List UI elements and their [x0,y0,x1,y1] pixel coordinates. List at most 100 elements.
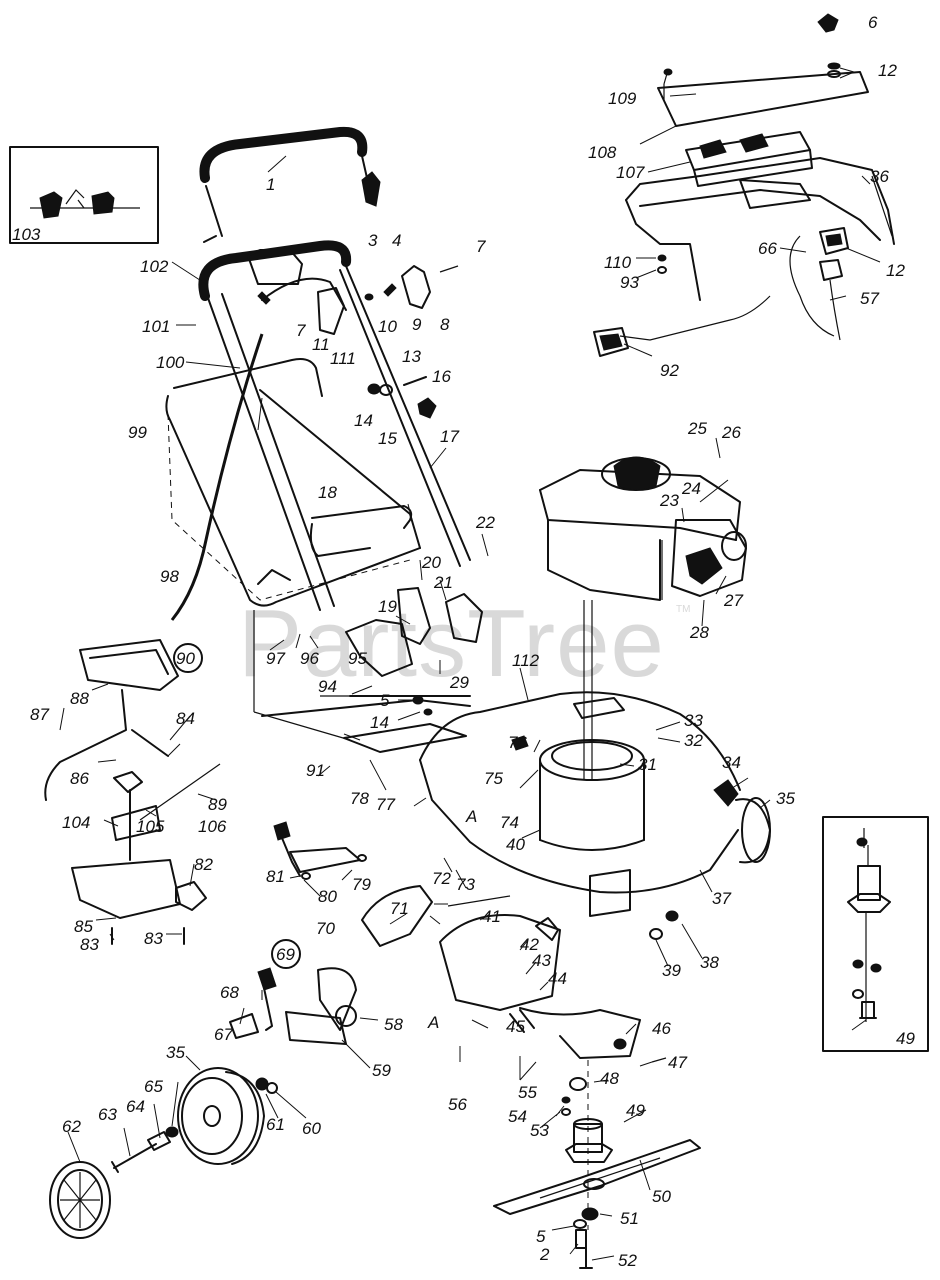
blade-adapter-49 [561,1060,613,1230]
part-label-89: 89 [208,795,227,814]
part-label-2: 2 [539,1245,550,1264]
rear-wheel-35 [177,1067,278,1165]
watermark-text: PartsTree [238,590,665,697]
part-label-13: 13 [402,347,421,366]
part-label-86: 86 [70,769,89,788]
part-label-102: 102 [140,257,169,276]
part-label-38: 38 [700,953,719,972]
part-label-108: 108 [588,143,617,162]
control-bar [257,277,347,335]
part-label-81: 81 [266,867,285,886]
part-label-50: 50 [652,1187,671,1206]
part-label-15: 15 [378,429,397,448]
rope-98 [170,333,264,621]
part-label-45: 45 [506,1017,525,1036]
part-label-70: 70 [316,919,335,938]
rear-lever-68 [229,967,357,1045]
part-label-16: 16 [432,367,451,386]
part-label-98: 98 [160,567,179,586]
part-label-22: 22 [475,513,495,532]
part-label-32: 32 [684,731,703,750]
part-label-80: 80 [318,887,337,906]
mower-deck [419,691,771,940]
part-label-29: 29 [449,673,469,692]
part-label-69: 69 [276,945,295,964]
part-label-88: 88 [70,689,89,708]
part-label-83: 83 [144,929,163,948]
part-label-53: 53 [530,1121,549,1140]
part-label-46: 46 [652,1019,671,1038]
part-label-6: 6 [868,13,878,32]
part-label-75: 75 [484,769,503,788]
part-label-71: 71 [390,899,409,918]
rear-axle-lever [273,821,367,880]
part-label-78: 78 [350,789,369,808]
part-label-1: 1 [266,175,275,194]
part-label-94: 94 [318,677,337,696]
part-label-40: 40 [506,835,525,854]
part-label-99: 99 [128,423,147,442]
leader-lines [59,67,881,1261]
part-label-96: 96 [300,649,319,668]
part-label-79: 79 [352,875,371,894]
rear-flap-assembly [44,639,221,945]
part-label-27: 27 [723,591,743,610]
part-label-35: 35 [776,789,795,808]
part-label-47: 47 [668,1053,687,1072]
battery-107 [685,131,813,187]
part-label-28: 28 [689,623,709,642]
part-label-85: 85 [74,917,93,936]
part-label-92: 92 [660,361,679,380]
part-label-37: 37 [712,889,731,908]
part-label-106: 106 [198,817,227,836]
part-label-65: 65 [144,1077,163,1096]
part-label-54: 54 [508,1107,527,1126]
part-label-76: 76 [508,733,527,752]
battery-cover [657,13,869,127]
inset-49-box [822,816,929,1052]
part-label-93: 93 [620,273,639,292]
part-label-68: 68 [220,983,239,1002]
part-label-14: 14 [354,411,373,430]
axle-bolt-63-64-65 [111,1126,179,1173]
upper-handle [199,126,373,243]
blade-50 [493,1139,701,1215]
part-label-31: 31 [638,755,657,774]
part-label-82: 82 [194,855,213,874]
part-label-18: 18 [318,483,337,502]
part-label-52: 52 [618,1251,637,1270]
part-label-103: 103 [12,225,41,244]
part-label-26: 26 [721,423,741,442]
part-label-42: 42 [520,935,539,954]
part-label-39: 39 [662,961,681,980]
part-label-24: 24 [681,479,701,498]
shroud-36 [625,157,895,301]
part-label-12: 12 [878,61,897,80]
part-label-91: 91 [306,761,325,780]
part-label-60: 60 [302,1119,321,1138]
part-label-55: 55 [518,1083,537,1102]
part-label-a-deck: A [465,807,477,826]
part-label-62: 62 [62,1117,81,1136]
part-label-5: 5 [536,1227,546,1246]
part-label-72: 72 [432,869,451,888]
part-label-83: 83 [80,935,99,954]
hubcap-62 [49,1161,111,1239]
part-label-105: 105 [136,817,165,836]
part-label-111: 111 [330,349,356,368]
part-label-33: 33 [684,711,703,730]
part-label-95: 95 [348,649,367,668]
part-label-110: 110 [604,253,632,272]
part-label-17: 17 [440,427,459,446]
part-label-51: 51 [620,1209,639,1228]
callout-circle-69 [271,939,301,969]
part-label-43: 43 [532,951,551,970]
callout-circle-90 [173,643,203,673]
part-label-44: 44 [548,969,567,988]
part-label-11: 11 [312,335,330,354]
part-label-49: 49 [626,1101,645,1120]
part-label-56: 56 [448,1095,467,1114]
part-label-59: 59 [372,1061,391,1080]
grass-bag [165,358,421,607]
